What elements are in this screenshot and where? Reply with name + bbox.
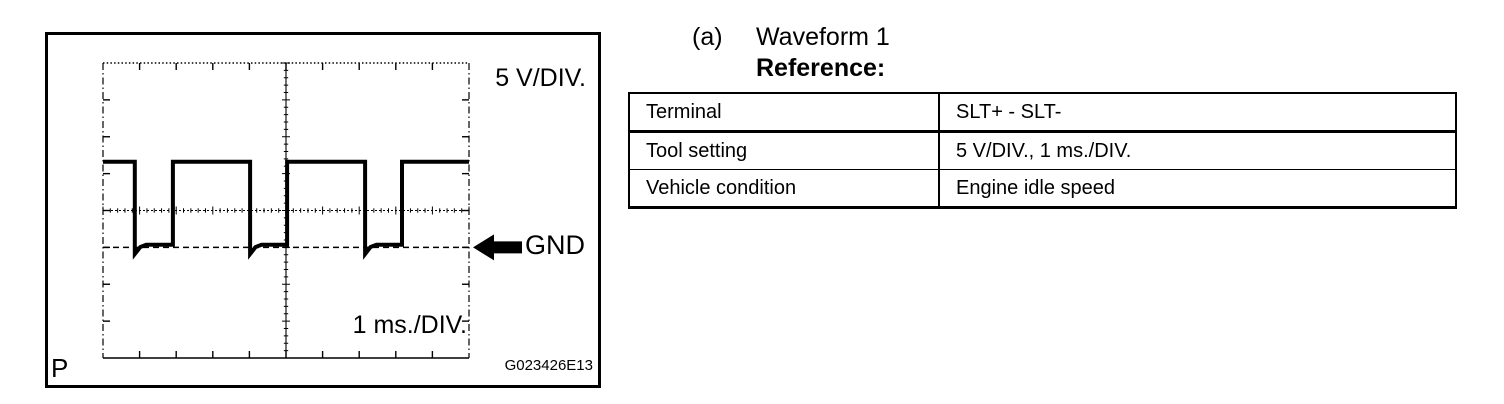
table-row-tool-setting: Tool setting 5 V/DIV., 1 ms./DIV.: [629, 131, 1456, 170]
row-label: Vehicle condition: [629, 169, 940, 208]
table-row-vehicle-condition: Vehicle condition Engine idle speed: [629, 169, 1456, 208]
reference-table: Terminal SLT+ - SLT- Tool setting 5 V/DI…: [628, 92, 1457, 209]
figure-code: G023426E13: [504, 357, 593, 374]
reference-label: Reference:: [756, 54, 886, 82]
table-row-terminal: Terminal SLT+ - SLT-: [629, 93, 1456, 133]
row-value: Engine idle speed: [956, 176, 1116, 199]
oscilloscope-figure: 5 V/DIV. 1 ms./DIV. GND G023426E13 P: [45, 32, 601, 388]
section-heading: (a) Waveform 1 Reference:: [692, 22, 890, 84]
scope-grid-svg: [102, 62, 522, 359]
gnd-label: GND: [525, 230, 585, 260]
row-value: SLT+ - SLT-: [939, 93, 1456, 133]
waveform-trace: [103, 159, 469, 260]
gnd-arrow-icon: [473, 234, 522, 261]
row-value: 5 V/DIV., 1 ms./DIV.: [939, 131, 1456, 170]
time-per-div-label: 1 ms./DIV.: [352, 311, 467, 339]
list-marker: (a): [692, 23, 723, 51]
volts-per-div-label: 5 V/DIV.: [495, 64, 586, 92]
row-label: Tool setting: [629, 131, 940, 170]
section-title: Waveform 1: [756, 23, 890, 51]
row-label: Terminal: [629, 93, 940, 133]
page-marker: P: [51, 353, 69, 383]
